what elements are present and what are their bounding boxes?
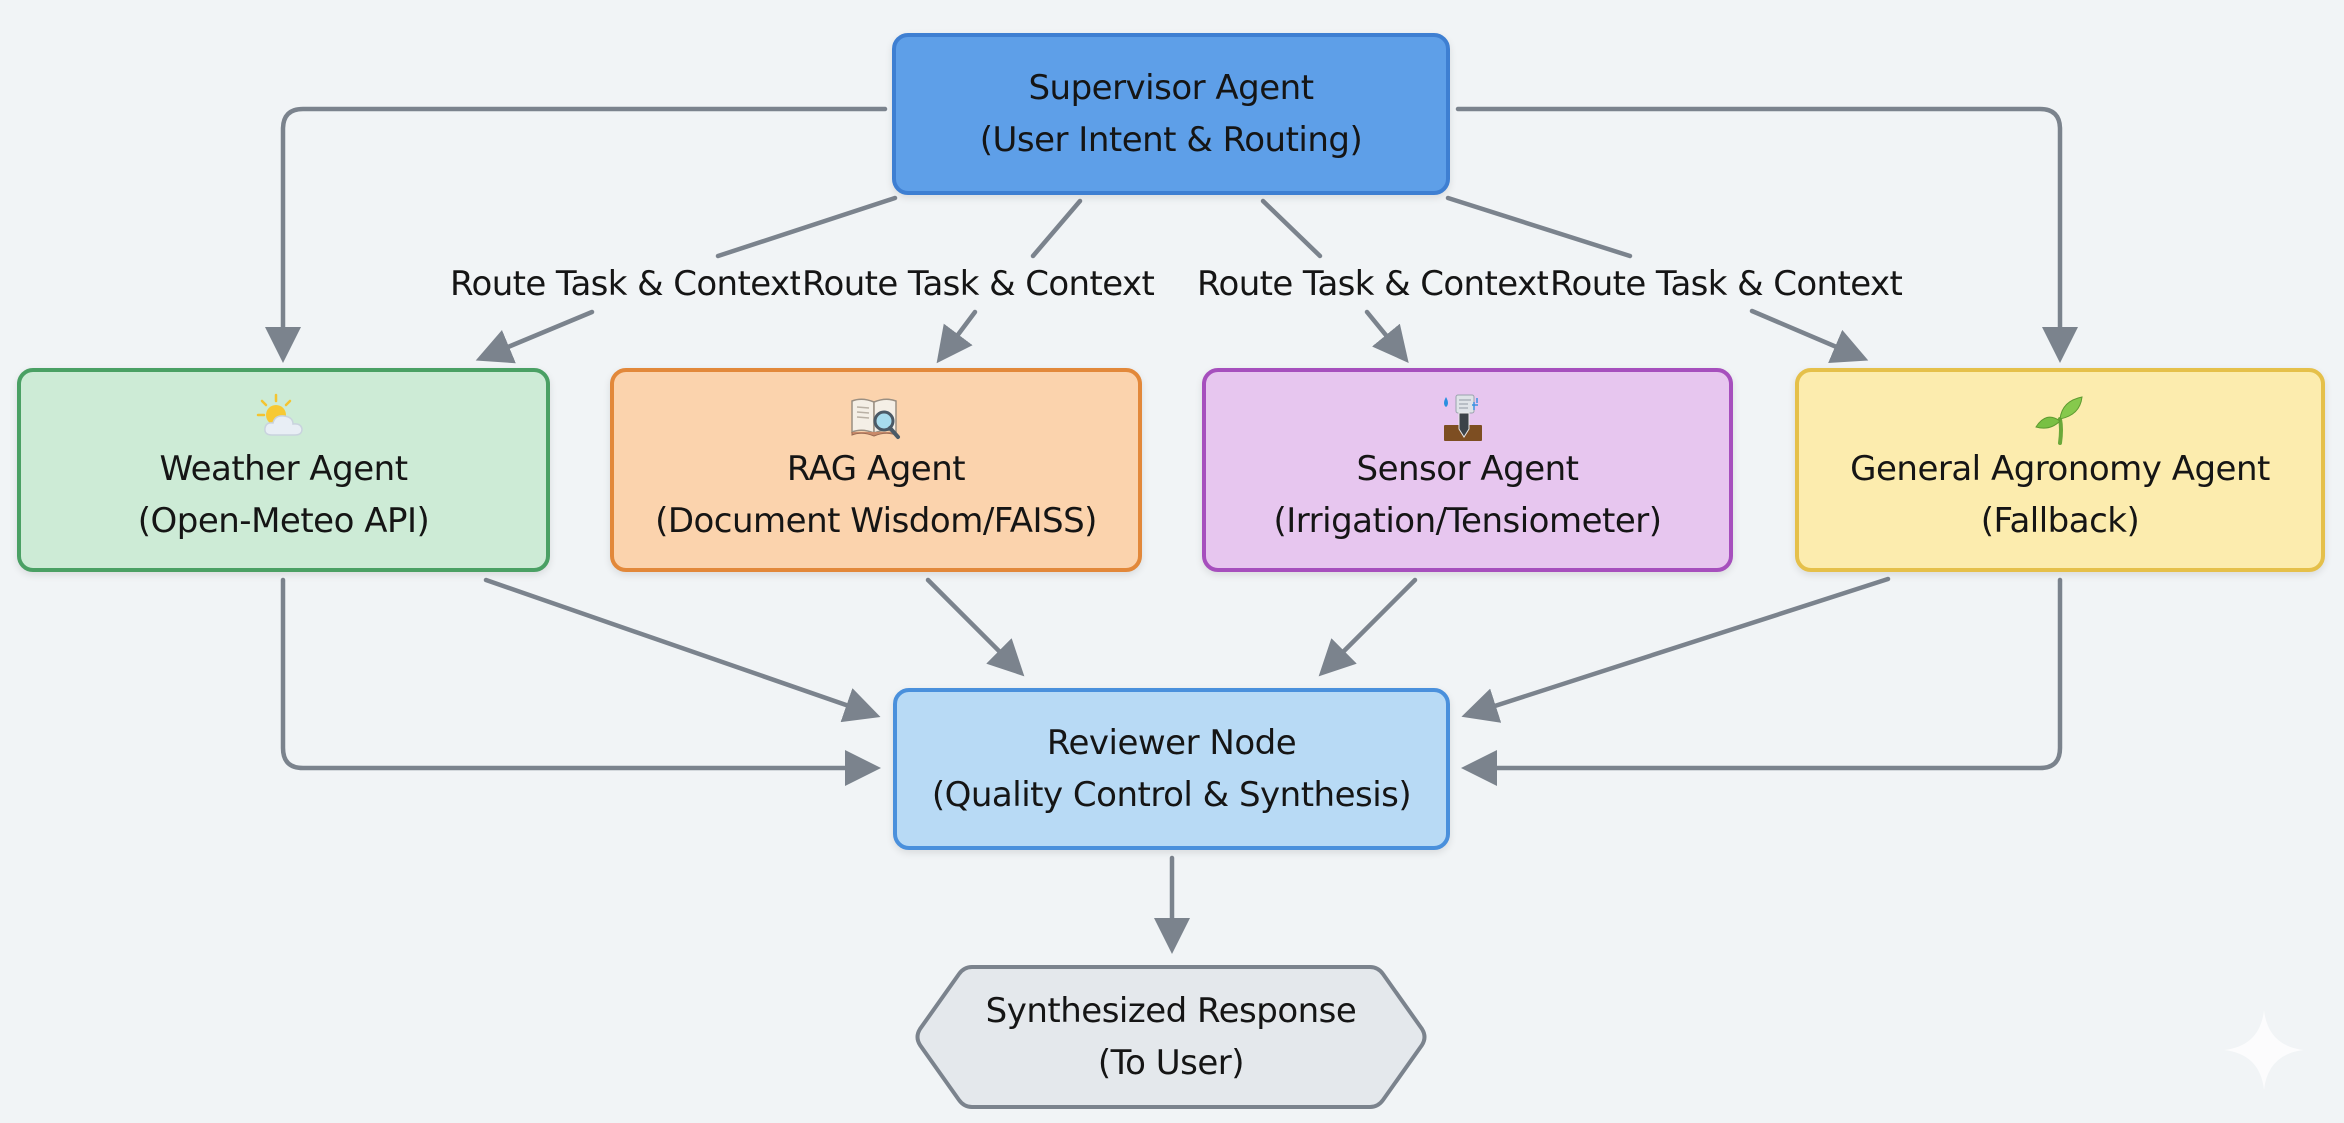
edge-route-weather-lower [475, 309, 595, 364]
edge-label-route-sensor: Route Task & Context [1195, 264, 1552, 304]
seedling-icon [2032, 393, 2088, 445]
edge-rag-reviewer [925, 577, 1025, 677]
edge-supervisor-weather-elbow [265, 106, 888, 363]
edge-route-rag-upper [1030, 198, 1083, 259]
node-subtitle: (To User) [1097, 1043, 1245, 1083]
edge-route-sensor-lower [1364, 309, 1409, 363]
rag-agent-node[interactable]: RAG Agent (Document Wisdom/FAISS) [610, 368, 1142, 572]
node-subtitle: (Document Wisdom/FAISS) [655, 501, 1097, 541]
edge-label-route-rag: Route Task & Context [800, 264, 1157, 304]
node-title: Synthesized Response [985, 991, 1357, 1031]
node-title: RAG Agent [786, 449, 966, 489]
edge-route-rag-lower [936, 309, 978, 364]
node-title: Supervisor Agent [1028, 68, 1314, 108]
node-subtitle: (Open-Meteo API) [137, 501, 430, 541]
node-subtitle: (User Intent & Routing) [979, 120, 1363, 160]
sun-behind-cloud-icon [256, 393, 312, 441]
edge-weather-reviewer-elbow [280, 577, 881, 786]
edge-label-route-general: Route Task & Context [1548, 264, 1905, 304]
reviewer-node[interactable]: Reviewer Node (Quality Control & Synthes… [893, 688, 1450, 850]
node-title: General Agronomy Agent [1850, 449, 2270, 489]
synthesized-response-node[interactable]: Synthesized Response (To User) [912, 963, 1430, 1111]
edge-supervisor-general-elbow [1455, 106, 2078, 363]
general-agronomy-agent-node[interactable]: General Agronomy Agent (Fallback) [1795, 368, 2325, 572]
edge-route-weather-upper [715, 195, 898, 259]
node-title: Reviewer Node [1046, 723, 1297, 763]
book-magnifier-icon [848, 393, 904, 441]
edge-route-sensor-upper [1260, 198, 1323, 259]
sensor-agent-node[interactable]: Sensor Agent (Irrigation/Tensiometer) [1202, 368, 1733, 572]
weather-agent-node[interactable]: Weather Agent (Open-Meteo API) [17, 368, 550, 572]
edge-general-reviewer-diagonal [1461, 576, 1891, 723]
edge-route-general-lower [1749, 308, 1869, 363]
tensiometer-sensor-icon [1440, 393, 1496, 441]
hexagon-shape [915, 965, 1427, 1109]
supervisor-agent-node[interactable]: Supervisor Agent (User Intent & Routing) [892, 33, 1450, 195]
edge-label-route-weather: Route Task & Context [448, 264, 805, 304]
node-subtitle: (Fallback) [1980, 501, 2140, 541]
node-title: Weather Agent [159, 449, 408, 489]
sparkle-watermark-icon [2224, 1010, 2304, 1090]
edge-weather-reviewer-diagonal [483, 577, 881, 723]
node-title: Sensor Agent [1356, 449, 1580, 489]
edge-sensor-reviewer [1318, 577, 1418, 677]
node-subtitle: (Irrigation/Tensiometer) [1273, 501, 1662, 541]
edge-route-general-upper [1445, 195, 1633, 259]
node-subtitle: (Quality Control & Synthesis) [931, 775, 1412, 815]
edge-general-reviewer-elbow [1461, 577, 2063, 786]
